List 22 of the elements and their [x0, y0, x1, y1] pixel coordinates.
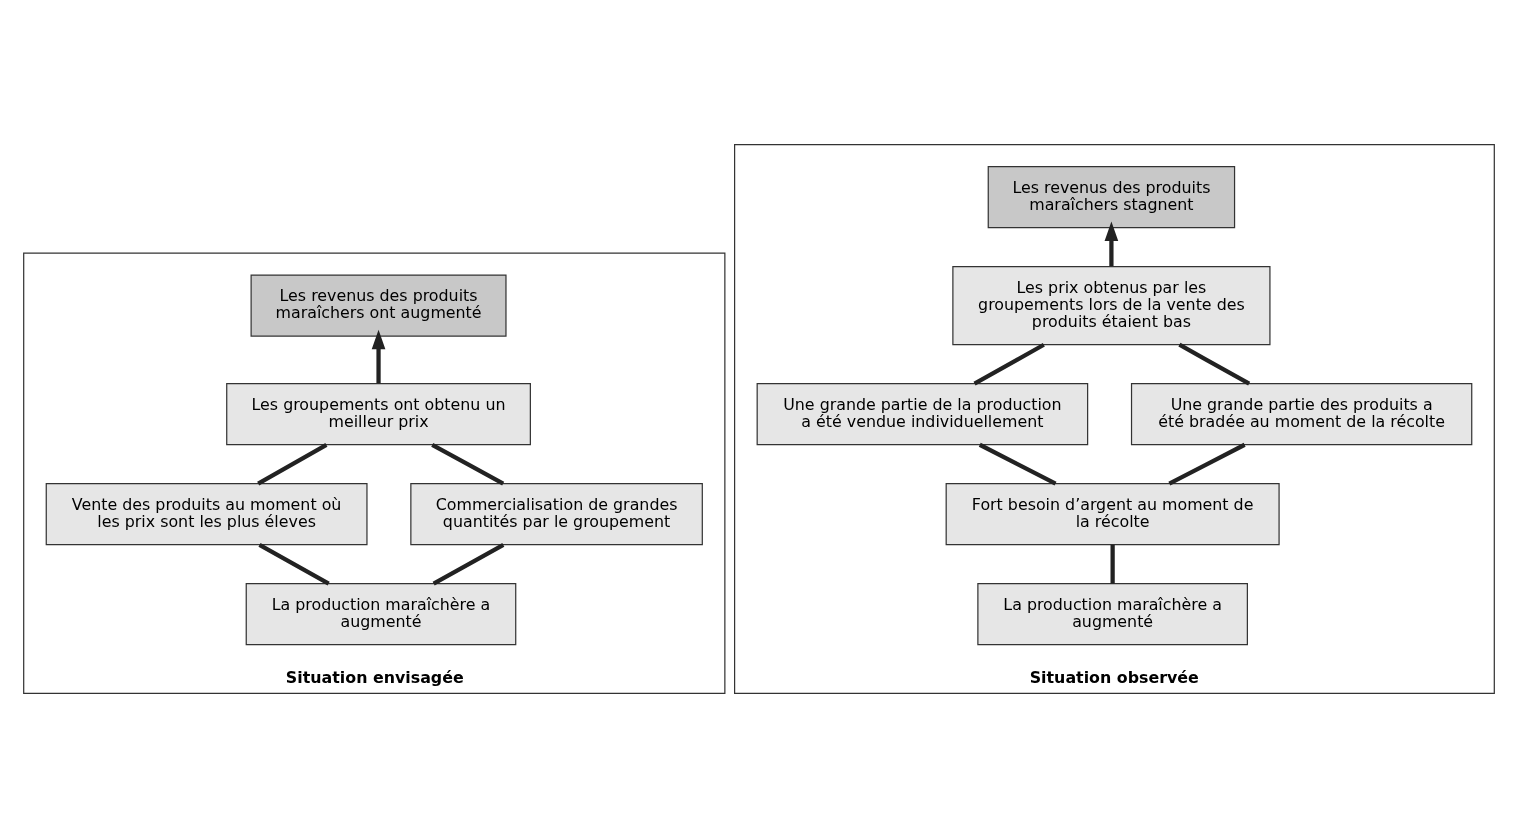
connector	[1110, 544, 1115, 584]
connector	[978, 442, 1057, 486]
node-box: La production maraîchère a augmenté	[245, 582, 516, 645]
node-box: Commercialisation de grandes quantités par le groupement	[409, 482, 703, 545]
arrow	[1104, 220, 1118, 266]
node-box: Vente des produits au moment où les prix sont les plus éleves	[45, 482, 368, 545]
connector	[1177, 342, 1250, 385]
node-box: Une grande partie des produits a été bradée au moment de la récolte	[1130, 382, 1472, 445]
connector	[430, 442, 504, 485]
node-box: Les groupements ont obtenu un meilleur prix	[225, 382, 531, 445]
node-box: Les prix obtenus par les groupements lors de la vente des produits étaient bas	[951, 265, 1271, 345]
arrow	[371, 329, 385, 383]
node-box: La production maraîchère a augmenté	[976, 582, 1248, 645]
connector	[432, 542, 504, 585]
connector	[257, 542, 330, 585]
connector	[256, 442, 327, 485]
connector	[1167, 442, 1246, 486]
node-box: Une grande partie de la production a été vendue individuellement	[756, 382, 1088, 445]
node-box: Fort besoin d’argent au moment de la récolte	[945, 482, 1280, 545]
node-box: Les revenus des produits maraîchers ont augmenté	[250, 274, 507, 337]
node-box: Les revenus des produits maraîchers stagnent	[987, 165, 1235, 228]
connector	[973, 342, 1045, 385]
